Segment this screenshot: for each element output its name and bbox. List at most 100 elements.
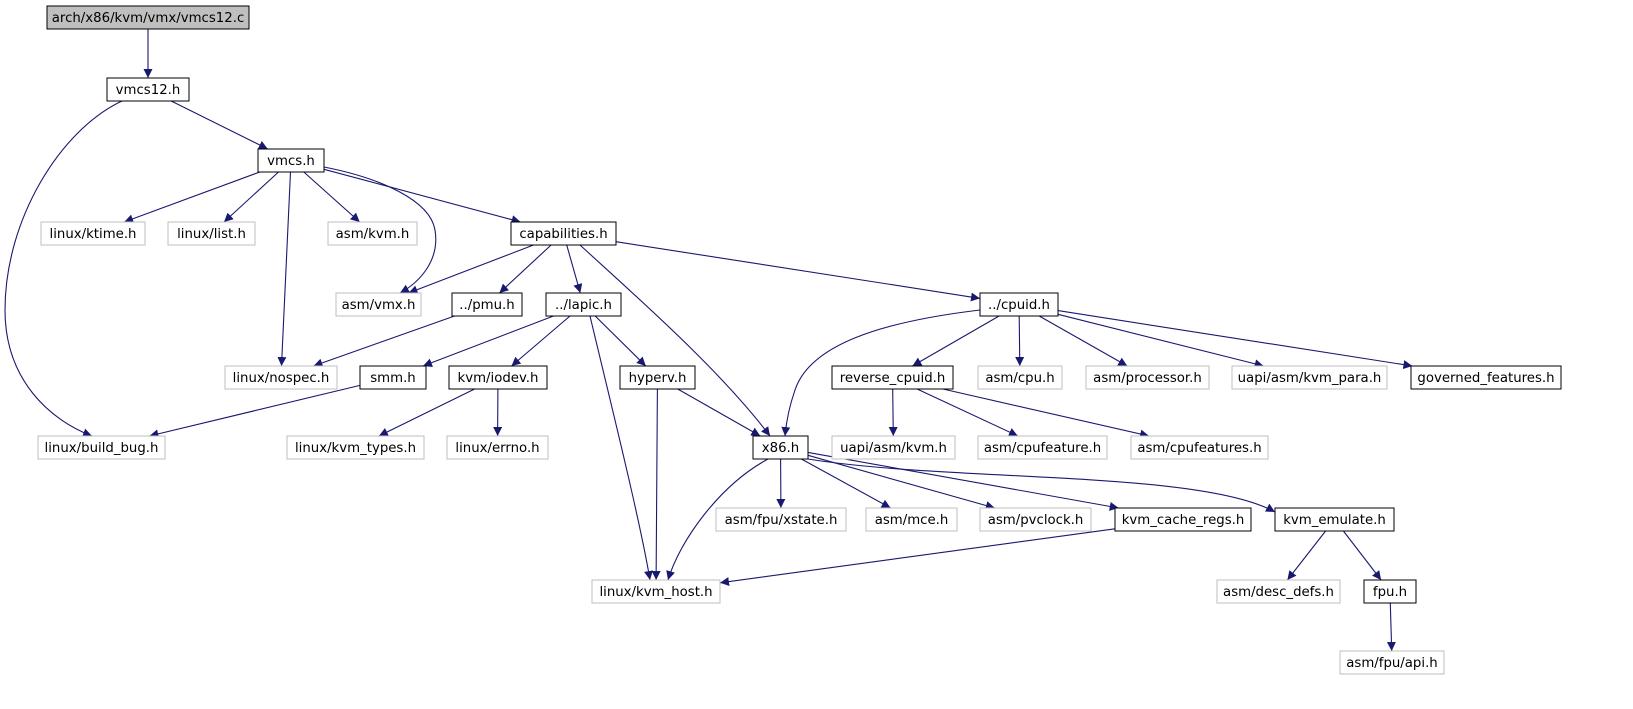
node-label: reverse_cpuid.h (840, 371, 946, 386)
node-asm-cpu: asm/cpu.h (977, 365, 1063, 390)
edges-layer (4, 29, 1413, 652)
node-label: uapi/asm/kvm.h (840, 441, 947, 456)
node-box (335, 292, 422, 317)
edge-kvm_iodev-to-kvm_types (378, 388, 475, 437)
edge-cpuid-to-uapi_kvm_para (1057, 313, 1264, 369)
edge-capabilities-to-x86_h (579, 244, 771, 437)
edge-capabilities-to-asm_vmx (408, 244, 534, 294)
node-governed[interactable]: governed_features.h (1410, 365, 1562, 390)
node-box (1231, 365, 1388, 390)
edge-lapic-to-smm (422, 315, 554, 367)
node-box (167, 221, 256, 246)
node-label: ../cpuid.h (988, 298, 1050, 313)
node-label: linux/build_bug.h (45, 441, 159, 456)
edge-cpuid-to-x86_h (781, 309, 981, 437)
node-label: hyperv.h (629, 371, 687, 386)
node-label: capabilities.h (519, 227, 607, 242)
edge-smm-to-build_bug (149, 384, 361, 439)
node-vmcs12-h[interactable]: vmcs12.h (106, 77, 190, 102)
node-errno: linux/errno.h (446, 435, 549, 460)
edge-kvm_emulate-to-fpu_h (1342, 530, 1382, 581)
edge-vmcs12_h-to-vmcs_h (170, 100, 269, 150)
node-box (327, 221, 418, 246)
edge-lapic-to-hyperv (594, 315, 647, 367)
node-capabilities[interactable]: capabilities.h (510, 221, 617, 246)
node-box (106, 77, 190, 102)
node-box (1274, 507, 1395, 532)
node-box (831, 435, 956, 460)
node-kvm-host: linux/kvm_host.h (591, 579, 721, 604)
node-pvclock: asm/pvclock.h (979, 507, 1092, 532)
node-label: uapi/asm/kvm_para.h (1238, 371, 1382, 386)
node-kvm-emulate[interactable]: kvm_emulate.h (1274, 507, 1395, 532)
node-smm[interactable]: smm.h (359, 365, 427, 390)
edge-cpuid-to-governed (1057, 310, 1413, 370)
node-list: linux/list.h (167, 221, 256, 246)
node-cpufeatures: asm/cpufeatures.h (1130, 435, 1269, 460)
edge-vmcs_h-to-list (223, 171, 279, 223)
node-box (979, 507, 1092, 532)
node-root[interactable]: arch/x86/kvm/vmx/vmcs12.c (46, 5, 250, 30)
node-box (46, 5, 250, 30)
node-box (1085, 365, 1210, 390)
node-hyperv[interactable]: hyperv.h (619, 365, 696, 390)
node-box (448, 365, 548, 390)
node-label: kvm_emulate.h (1283, 513, 1386, 528)
edge-cpuid-to-reverse_cpuid (912, 315, 1000, 367)
node-box (451, 292, 523, 317)
node-reverse-cpuid[interactable]: reverse_cpuid.h (831, 365, 954, 390)
node-pmu[interactable]: ../pmu.h (451, 292, 523, 317)
edge-cpuid-to-asm_processor (1038, 315, 1128, 367)
node-box (977, 435, 1108, 460)
node-kvm-iodev[interactable]: kvm/iodev.h (448, 365, 548, 390)
edge-lapic-to-kvm_iodev (511, 315, 571, 367)
node-x86-h[interactable]: x86.h (752, 435, 809, 460)
edge-x86_h-to-asm_mce (801, 458, 891, 509)
node-fpu-h[interactable]: fpu.h (1363, 579, 1417, 604)
node-label: asm/cpufeatures.h (1137, 441, 1261, 456)
edge-hyperv-to-x86_h (677, 388, 761, 437)
node-label: asm/cpufeature.h (984, 441, 1101, 456)
node-label: smm.h (370, 371, 416, 386)
node-box (865, 507, 958, 532)
edge-vmcs_h-to-asm_vmx (323, 166, 437, 294)
node-lapic[interactable]: ../lapic.h (545, 292, 622, 317)
edge-x86_h-to-kvm_host (666, 458, 769, 581)
node-box (979, 292, 1059, 317)
node-label: asm/desc_defs.h (1223, 585, 1334, 600)
node-vmcs-h[interactable]: vmcs.h (257, 148, 325, 173)
node-nospec: linux/nospec.h (224, 365, 338, 390)
node-box (1130, 435, 1269, 460)
node-build-bug: linux/build_bug.h (37, 435, 166, 460)
node-uapi-kvm-para: uapi/asm/kvm_para.h (1231, 365, 1388, 390)
node-box (1363, 579, 1417, 604)
edge-hyperv-to-kvm_host (651, 388, 661, 581)
node-label: kvm_cache_regs.h (1122, 513, 1245, 528)
node-box (286, 435, 425, 460)
node-box (831, 365, 954, 390)
node-box (257, 148, 325, 173)
node-box (545, 292, 622, 317)
node-box (359, 365, 427, 390)
edge-vmcs_h-to-asm_kvm (303, 171, 361, 223)
node-box (715, 507, 847, 532)
node-label: governed_features.h (1417, 371, 1554, 386)
node-kvm-cache-regs[interactable]: kvm_cache_regs.h (1114, 507, 1252, 532)
edge-reverse_cpuid-to-uapi_kvm (888, 388, 898, 437)
node-cpuid[interactable]: ../cpuid.h (979, 292, 1059, 317)
edge-vmcs_h-to-ktime (124, 171, 260, 224)
node-label: vmcs.h (267, 154, 315, 169)
edge-pmu-to-nospec (313, 315, 455, 368)
edge-capabilities-to-cpuid (615, 241, 981, 302)
edge-fpu_h-to-fpu_api (1386, 602, 1396, 652)
node-label: linux/ktime.h (50, 227, 137, 242)
node-asm-mce: asm/mce.h (865, 507, 958, 532)
node-label: ../lapic.h (555, 298, 612, 313)
node-label: arch/x86/kvm/vmx/vmcs12.c (52, 11, 245, 26)
node-box (37, 435, 166, 460)
edge-capabilities-to-lapic (566, 244, 583, 294)
edge-reverse_cpuid-to-cpufeatures (942, 388, 1150, 439)
edge-x86_h-to-pvclock (807, 454, 995, 510)
edge-x86_h-to-kvm_emulate (807, 458, 1276, 513)
